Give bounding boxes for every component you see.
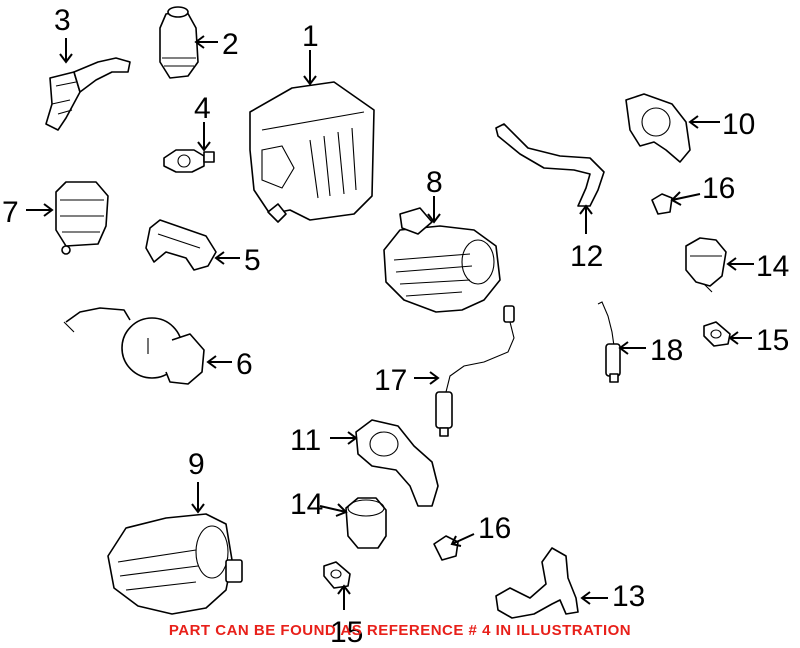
- callout-11: 11: [290, 424, 321, 457]
- callout-16-top: 16: [702, 172, 735, 205]
- callout-6: 6: [236, 348, 253, 381]
- part-3-hose: [45, 57, 131, 131]
- part-4-valve: [163, 149, 215, 173]
- part-8-air-pump: [383, 207, 501, 313]
- callout-3: 3: [54, 4, 71, 37]
- callout-7: 7: [2, 196, 19, 229]
- part-6-hose-canister: [63, 307, 205, 385]
- part-15-gasket-top: [703, 321, 731, 347]
- part-17-sensor: [435, 305, 515, 437]
- part-13-hose: [495, 547, 579, 619]
- callout-16-bottom: 16: [478, 512, 511, 545]
- reference-note: PART CAN BE FOUND AS REFERENCE # 4 IN IL…: [168, 622, 632, 639]
- callout-10: 10: [722, 108, 755, 141]
- part-10-flange: [625, 93, 691, 163]
- callout-labels: 1 2 3 4 5 6 7 8 9 10 11 12 13 14 14 15 1…: [2, 4, 789, 648]
- callout-9: 9: [188, 448, 205, 481]
- part-2-canister: [159, 6, 199, 79]
- callout-13: 13: [612, 580, 645, 613]
- leader-arrows: [26, 35, 754, 610]
- callout-15-top: 15: [756, 324, 789, 357]
- callout-8: 8: [426, 166, 443, 199]
- part-18-sensor: [597, 301, 621, 383]
- part-14-valve-top: [685, 237, 727, 293]
- callout-12: 12: [570, 240, 603, 273]
- callout-2: 2: [222, 28, 239, 61]
- callout-14-bottom: 14: [290, 488, 323, 521]
- callout-14-top: 14: [756, 250, 789, 283]
- part-11-flange-bracket: [355, 419, 439, 507]
- callout-1: 1: [302, 20, 319, 53]
- part-9-air-pump: [107, 513, 243, 615]
- part-5-bracket: [145, 219, 217, 271]
- part-12-hose: [495, 123, 605, 207]
- callout-15-bottom: 15: [330, 616, 363, 648]
- callout-18: 18: [650, 334, 683, 367]
- part-16-clip-top: [651, 193, 673, 215]
- callout-17: 17: [374, 364, 407, 397]
- part-14-valve-bottom: [345, 497, 387, 549]
- callout-4: 4: [194, 92, 211, 125]
- part-15-gasket-bottom: [323, 561, 351, 589]
- callout-5: 5: [244, 244, 261, 277]
- part-1-air-box: [249, 81, 375, 223]
- part-7-unit: [55, 181, 109, 255]
